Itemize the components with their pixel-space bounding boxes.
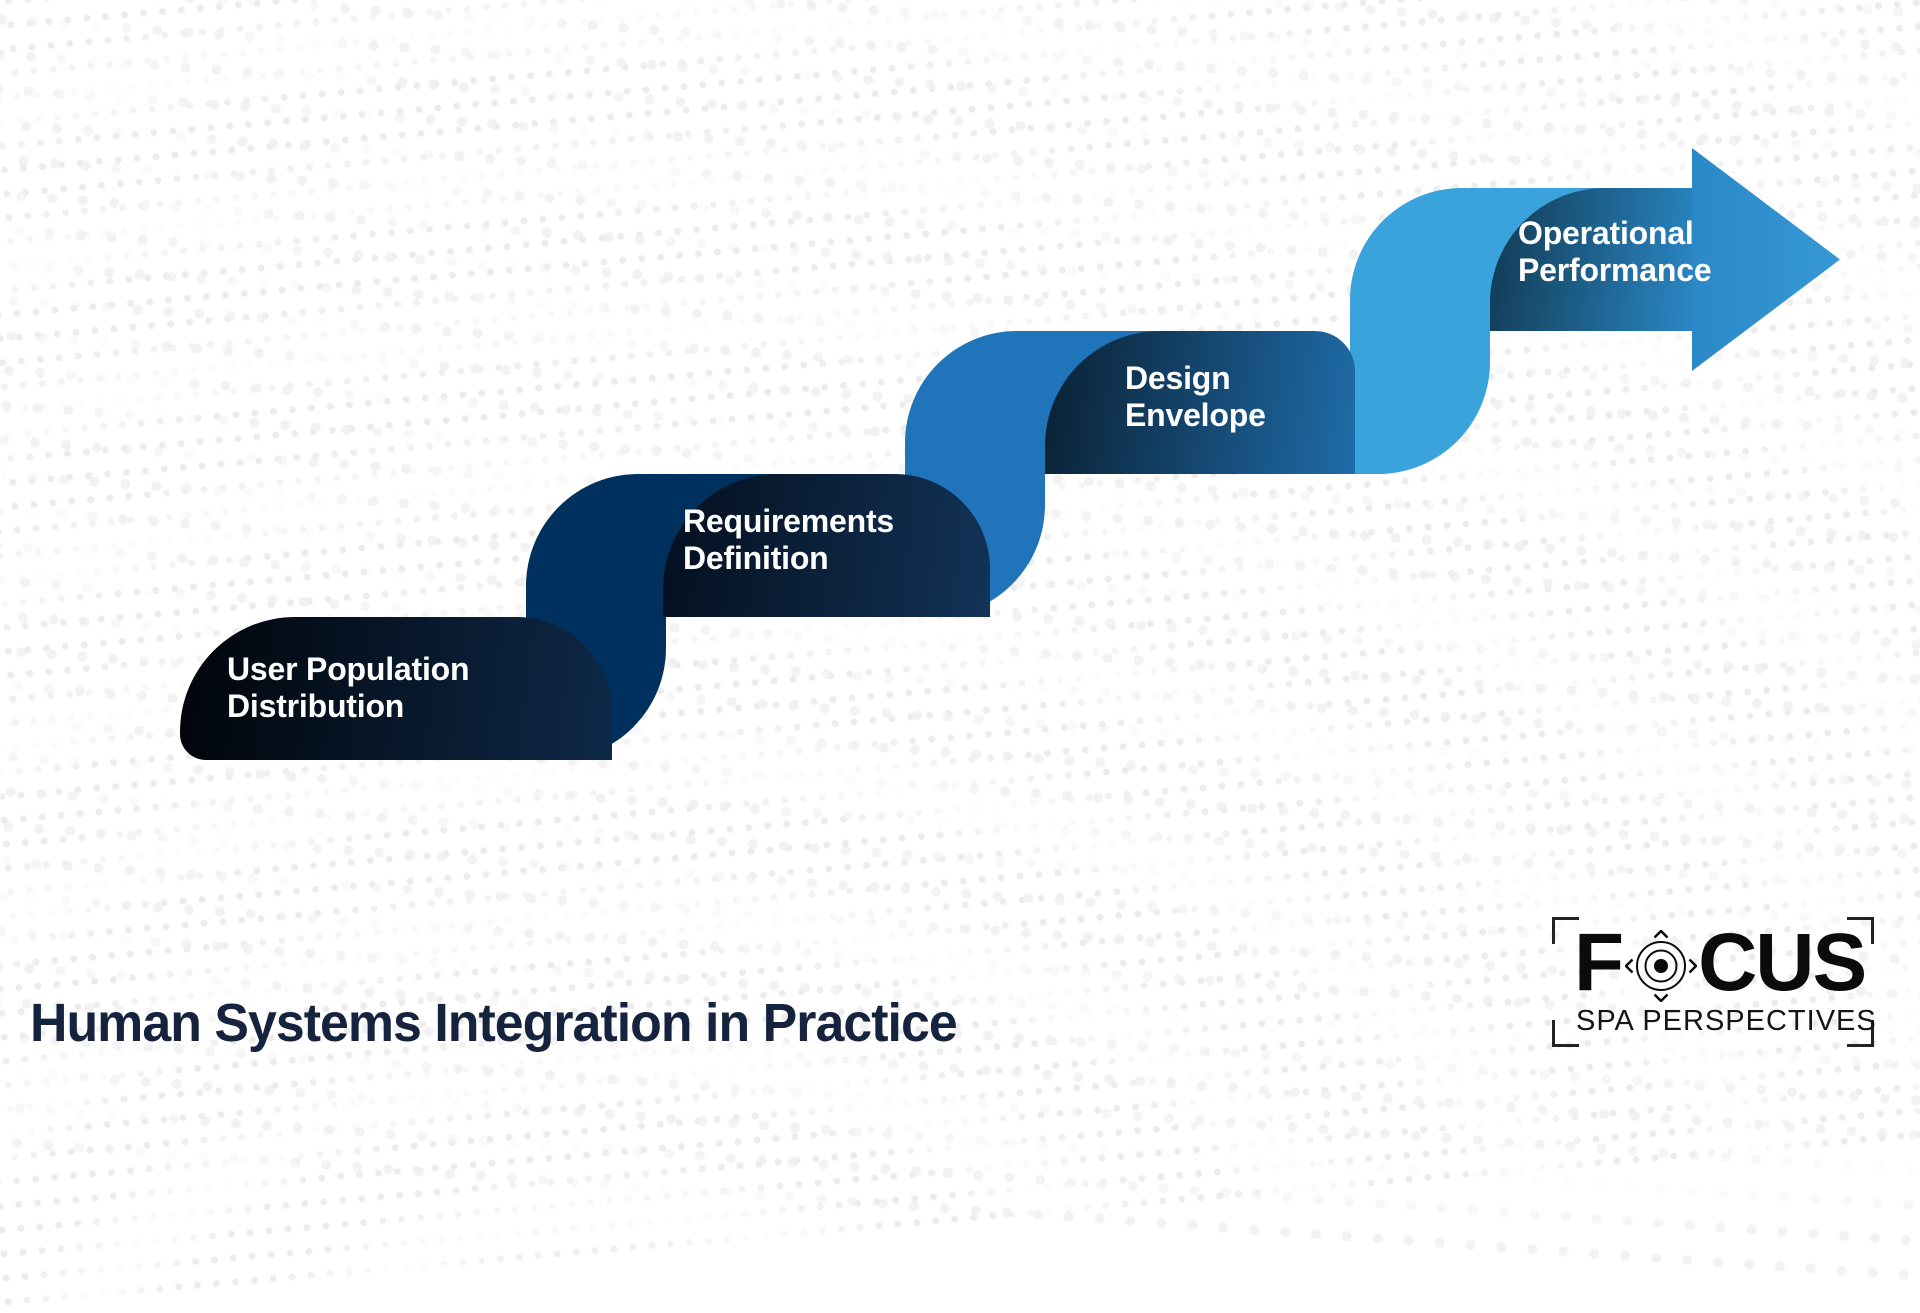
- logo-wordmark: F CUS: [1574, 917, 1867, 1008]
- step-3-label-line1: Design: [1125, 360, 1231, 396]
- step-2-label: Requirements Definition: [683, 503, 894, 577]
- step-1-label-line2: Distribution: [227, 688, 405, 724]
- riser-3: [1350, 188, 1490, 474]
- step-4-label-line1: Operational: [1518, 215, 1694, 251]
- logo-letter-f: F: [1574, 917, 1624, 1008]
- step-2-label-line1: Requirements: [683, 503, 894, 539]
- step-3-label: Design Envelope: [1125, 360, 1266, 434]
- step-4-label: Operational Performance: [1518, 215, 1712, 289]
- focus-logo: F CUS SPA PERSPECTIVES: [1552, 917, 1877, 1047]
- logo-letters-cus: CUS: [1698, 917, 1867, 1008]
- step-1-label-line1: User Population: [227, 651, 470, 687]
- lens-target-icon: [1625, 930, 1698, 1002]
- logo-subtitle: SPA PERSPECTIVES: [1576, 1005, 1877, 1037]
- step-2-label-line2: Definition: [683, 540, 829, 576]
- step-3-label-line2: Envelope: [1125, 397, 1266, 433]
- arrow-head: [1692, 148, 1840, 371]
- step-1-label: User Population Distribution: [227, 651, 470, 725]
- page-title: Human Systems Integration in Practice: [30, 993, 958, 1053]
- bracket-bottom-left-icon: [1552, 1020, 1579, 1047]
- step-4-label-line2: Performance: [1518, 252, 1712, 288]
